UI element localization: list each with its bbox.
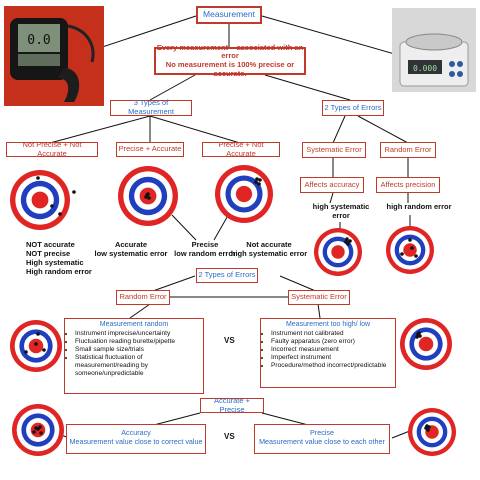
type-precise-not-accurate: Precise + Not Accurate [202,139,280,158]
caption-line: NOT precise [26,249,71,258]
two-types-errors-top-label: 2 Types of Errors [324,102,382,112]
systematic-error-top: Systematic Error [302,142,366,158]
vs-label-mid: VS [224,336,235,345]
three-types-label: 3 Types of Measurement [128,98,174,116]
affects-precision: Affects precision [376,177,440,193]
caption-line: error [332,211,350,220]
affects-label: Affects accuracy [304,179,360,189]
measurement-title-text: Measurement [203,9,255,20]
error-label: Random Error [384,144,432,154]
precise-box: Precise Measurement value close to each … [254,424,390,454]
random-panel-list: Instrument imprecise/uncertainty Fluctua… [65,330,203,377]
intro-line-1: Every measurement – associated with an e… [156,42,304,61]
list-item: Procedure/method incorrect/predictable [271,362,395,370]
two-types-errors-mid-label: 2 Types of Errors [198,270,256,280]
accuracy-desc: Measurement value close to correct value [69,437,203,447]
type-not-precise-not-accurate: Not Precise + Not Accurate [6,139,98,158]
error-label: Systematic Error [306,144,362,154]
cycle-computer-image: 0.0 [4,6,104,106]
accuracy-box: Accuracy Measurement value close to corr… [66,424,206,454]
caption-line: Not accurate [246,240,292,249]
measurement-title: Measurement [196,6,262,24]
caption-line: high systematic error [230,249,308,258]
list-item: Fluctuation reading burette/pipette [75,338,203,346]
caption-line: low systematic error [94,249,168,258]
type-label: Precise + Not Accurate [218,139,264,158]
systematic-panel-list: Instrument not calibrated Faulty apparat… [261,330,395,370]
list-item: Statistical fluctuation of measurement/r… [75,354,203,378]
list-item: Small sample size/trials [75,346,203,354]
precise-desc: Measurement value close to each other [259,437,385,447]
intro-box: Every measurement – associated with an e… [154,42,306,78]
type-label: Not Precise + Not Accurate [22,139,82,158]
caption-accurate: Accurate low systematic error [86,240,176,258]
caption-line: Precise [191,240,219,249]
affects-accuracy: Affects accuracy [300,177,364,193]
caption-npna: NOT accurate NOT precise High systematic… [26,240,92,276]
caption-high-random: high random error [384,202,454,211]
meter-reading: 0.0 [27,33,50,48]
list-item: Instrument imprecise/uncertainty [75,330,203,338]
digital-balance-image: 0.000 [392,8,476,92]
type-label: Precise + Accurate [118,144,182,154]
list-item: Imperfect instrument [271,354,395,362]
caption-line: NOT accurate [26,240,75,249]
caption-line: High systematic [26,258,84,267]
caption-precise: Precise low random error [160,240,250,258]
caption-line: high random error [386,202,452,211]
two-types-errors-top: 2 Types of Errors [322,100,384,116]
accuracy-title: Accuracy [121,428,151,437]
balance-reading: 0.000 [413,64,437,73]
random-error-panel: Measurement random Instrument imprecise/… [64,318,204,394]
intro-line-2: No measurement is 100% precise or accura… [165,60,295,78]
caption-high-systematic: high systematic error [306,202,376,220]
list-item: Incorrect measurement [271,346,395,354]
systematic-panel-title: Measurement too high/ low [285,321,371,328]
caption-line: low random error [174,249,236,258]
list-item: Faulty apparatus (zero error) [271,338,395,346]
caption-not-accurate: Not accurate high systematic error [226,240,312,258]
error-label: Random Error [119,292,167,302]
two-types-errors-mid: 2 Types of Errors [196,268,258,283]
list-item: Instrument not calibrated [271,330,395,338]
random-error-top: Random Error [380,142,436,158]
precise-title: Precise [310,428,334,437]
caption-line: High random error [26,267,92,276]
random-panel-title: Measurement random [99,321,169,328]
vs-label-bottom: VS [224,432,235,441]
accurate-precise-label: Accurate + Precise [213,395,251,414]
three-types-measurement: 3 Types of Measurement [110,98,192,116]
systematic-error-panel: Measurement too high/ low Instrument not… [260,318,396,388]
accurate-precise-box: Accurate + Precise [200,395,264,414]
caption-line: Accurate [114,240,148,249]
caption-line: high systematic [312,202,370,211]
systematic-error-mid: Systematic Error [288,290,350,305]
type-precise-accurate: Precise + Accurate [116,142,184,157]
affects-label: Affects precision [380,179,436,189]
error-label: Systematic Error [291,292,347,302]
random-error-mid: Random Error [116,290,170,305]
